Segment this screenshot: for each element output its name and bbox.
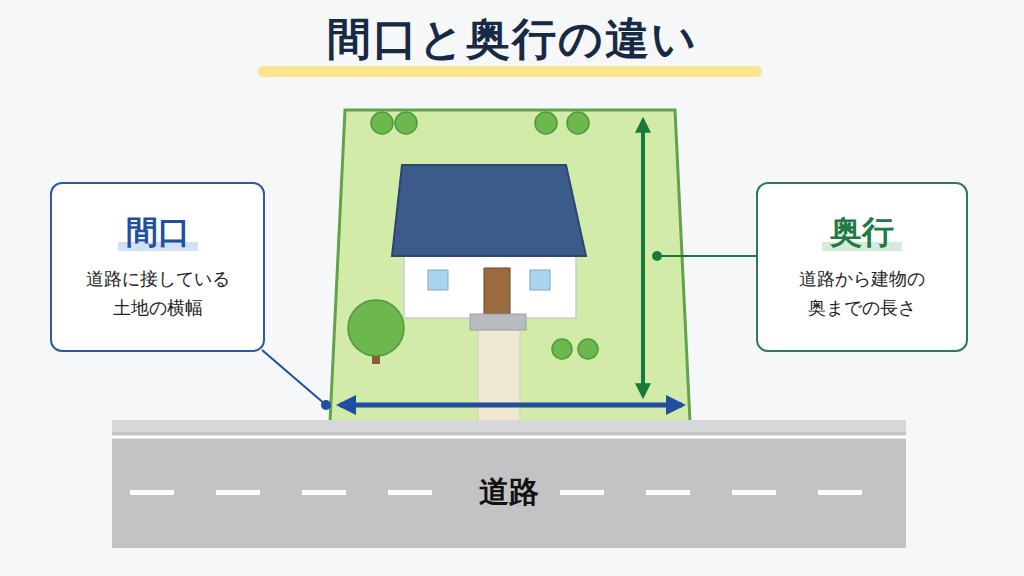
callout-text: 道路に接している 土地の横幅 xyxy=(64,265,251,323)
road-band: 道路 xyxy=(112,420,906,548)
leader-line xyxy=(657,255,756,257)
leader-dot xyxy=(652,251,662,261)
land-plot xyxy=(330,110,690,422)
heading-row: 奥行 xyxy=(770,211,954,255)
tree xyxy=(348,300,404,364)
title-underline xyxy=(258,66,762,77)
bushes xyxy=(371,112,598,359)
leader-dot xyxy=(321,400,331,410)
title-row: 間口と奥行の違い xyxy=(0,10,1024,69)
walkway xyxy=(478,330,520,422)
callout-heading: 間口 xyxy=(118,211,198,255)
frontage-arrow xyxy=(340,403,682,408)
depth-arrow xyxy=(641,120,645,396)
house xyxy=(392,165,586,330)
callout-text: 道路から建物の 奥までの長さ xyxy=(770,265,954,323)
title: 間口と奥行の違い xyxy=(327,13,698,64)
leader-line xyxy=(262,350,326,405)
heading-row: 間口 xyxy=(64,211,251,255)
callout-box: 奥行道路から建物の 奥までの長さ xyxy=(756,182,968,352)
callout-heading: 奥行 xyxy=(822,211,902,255)
road-label: 道路 xyxy=(469,472,549,513)
callout-box: 間口道路に接している 土地の横幅 xyxy=(50,182,265,352)
